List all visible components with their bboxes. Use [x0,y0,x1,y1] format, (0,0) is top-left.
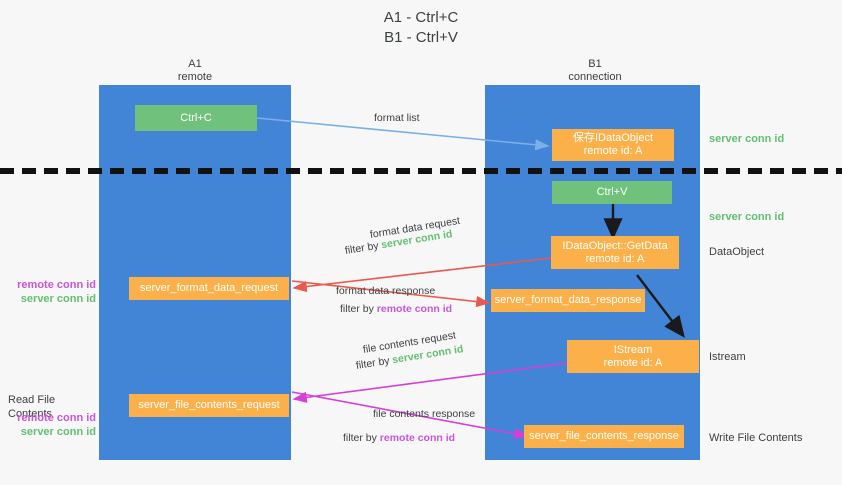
edge-label-file-contents-request: file contents request filter by server c… [355,329,465,373]
node-save-idataobject[interactable]: 保存IDataObject remote id: A [552,129,674,161]
annotation-server-conn-id-top: server conn id [709,133,785,145]
column-caption-b1: B1 connection [535,58,655,84]
node-server-file-contents-response[interactable]: server_file_contents_response [524,425,684,448]
annotation-left-bottom: remote conn id server conn id [10,411,96,439]
node-getdata[interactable]: IDataObject::GetData remote id: A [551,236,679,269]
edge-label-format-data-response-filter-prefix: filter by [340,303,377,315]
node-server-format-data-response-label: server_format_data_response [494,294,642,306]
edge-label-format-list-text: format list [374,112,420,124]
node-save-idataobject-line1: 保存IDataObject [572,132,654,144]
edge-label-format-data-response-filter-key: remote conn id [376,303,453,315]
node-server-format-data-response[interactable]: server_format_data_response [491,289,645,312]
page-title: A1 - Ctrl+C B1 - Ctrl+V [0,8,842,48]
edge-label-format-data-response-text: format data response [336,285,436,297]
edge-label-format-data-request-filter-prefix: filter by [344,239,383,257]
node-server-file-contents-request-label: server_file_contents_request [138,399,280,411]
node-ctrl-v[interactable]: Ctrl+V [552,181,672,204]
annotation-left-mid-server: server conn id [20,293,96,305]
node-ctrl-v-label: Ctrl+V [596,186,628,198]
edge-label-file-contents-response: file contents response filter by remote … [343,407,475,445]
node-getdata-line2: remote id: A [585,252,645,265]
node-istream-line1: IStream [613,343,653,356]
title-line-1: A1 - Ctrl+C [383,9,459,26]
node-server-format-data-request[interactable]: server_format_data_request [129,277,289,300]
annotation-left-mid: remote conn id server conn id [10,278,96,306]
node-istream[interactable]: IStream remote id: A [567,340,699,373]
edge-label-format-data-request: format data request filter by server con… [344,215,461,258]
annotation-istream: Istream [709,351,746,363]
annotation-left-bottom-server: server conn id [20,426,96,438]
edge-label-file-contents-response-text: file contents response [373,408,476,420]
edge-label-file-contents-request-filter-prefix: filter by [355,354,394,372]
node-getdata-line1: IDataObject::GetData [562,239,668,252]
annotation-dataobject: DataObject [709,246,765,258]
node-server-file-contents-response-label: server_file_contents_response [529,430,679,442]
node-server-format-data-request-label: server_format_data_request [139,282,279,294]
annotation-write-file-contents: Write File Contents [709,432,803,444]
annotation-read-file-contents: Read File Contents [8,394,56,420]
title-line-2: B1 - Ctrl+V [384,29,458,46]
node-save-idataobject-line2: remote id: A [583,145,643,157]
node-ctrl-c-label: Ctrl+C [180,111,212,124]
edge-label-file-contents-response-filter-key: remote conn id [379,432,456,444]
column-a1-name: A1 [188,58,202,70]
column-b1-name: B1 [588,58,602,70]
node-istream-line2: remote id: A [603,356,663,369]
edge-label-format-data-response: format data response filter by remote co… [336,284,452,316]
node-server-file-contents-request[interactable]: server_file_contents_request [129,394,289,417]
column-b1-sub: connection [568,71,622,83]
column-caption-a1: A1 remote [135,58,255,84]
phase-separator [0,168,842,174]
edge-label-format-list: format list [374,111,420,125]
node-ctrl-c[interactable]: Ctrl+C [135,105,257,131]
column-a1-sub: remote [177,71,213,83]
annotation-server-conn-id-mid: server conn id [709,211,785,223]
annotation-left-mid-remote: remote conn id [17,279,96,291]
edge-label-file-contents-response-filter-prefix: filter by [343,432,380,444]
annotation-left-bottom-remote: remote conn id [17,412,96,424]
